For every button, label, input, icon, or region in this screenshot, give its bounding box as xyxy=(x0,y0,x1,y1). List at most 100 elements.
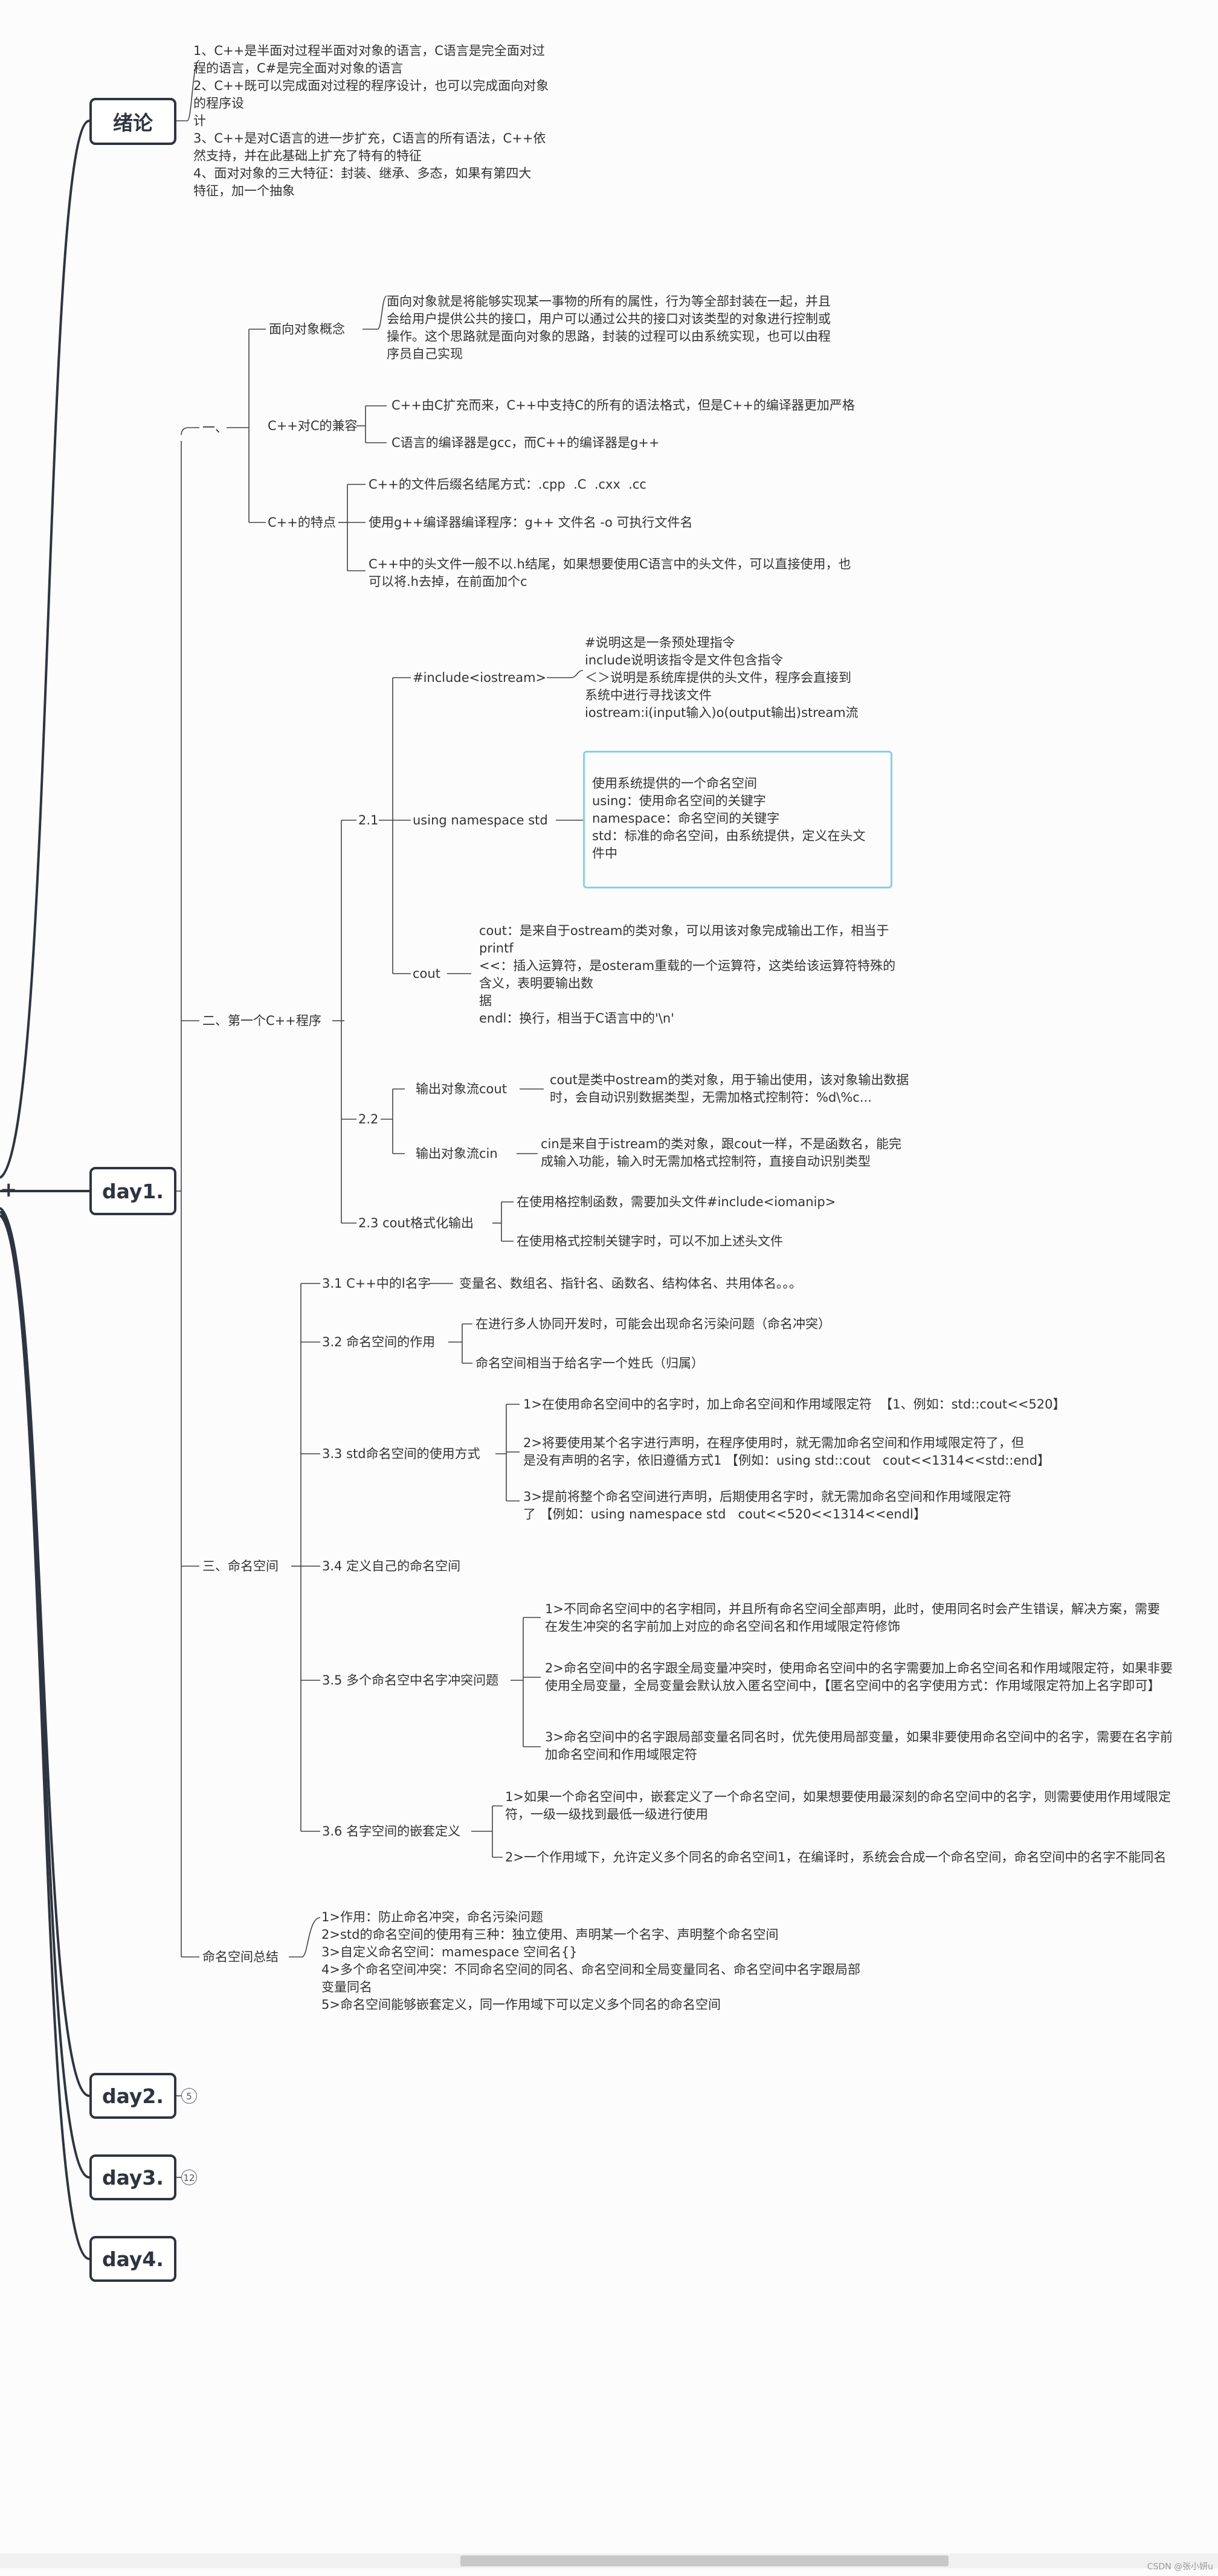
s31-text: 变量名、数组名、指针名、函数名、结构体名、共用体名。。。 xyxy=(459,1276,802,1291)
summary-line: 4>多个命名空间冲突：不同命名空间的同名、命名空间和全局变量同名、命名空间中名字… xyxy=(321,1962,860,1977)
features-item: C++的文件后缀名结尾方式：.cpp .C .cxx .cc xyxy=(369,477,646,492)
node-day3-label: day3. xyxy=(102,2165,164,2189)
cout-stream-line: 时，会自动识别数据类型，无需加格式控制符：%d\%c... xyxy=(550,1090,872,1105)
oop-line: 会给用户提供公共的接口，用户可以通过公共的接口对该类型的对象进行控制或 xyxy=(387,312,831,326)
s33-line: 了 【例如：using namespace std cout<<520<<131… xyxy=(523,1507,926,1521)
s33-line: 2>将要使用某个名字进行声明，在程序使用时，就无需加命名空间和作用域限定符了，但 xyxy=(523,1436,1024,1450)
cin-stream-line: 成输入功能，输入时无需加格式控制符，直接自动识别类型 xyxy=(541,1154,871,1169)
include-line: #说明这是一条预处理指令 xyxy=(585,635,735,650)
s36-label[interactable]: 3.6 名字空间的嵌套定义 xyxy=(322,1824,461,1839)
root-node[interactable]: + xyxy=(0,1178,18,1202)
oop-line: 序员自己实现 xyxy=(387,347,463,361)
node-day4[interactable]: day4. xyxy=(89,2236,176,2282)
using-line: namespace：命名空间的关键字 xyxy=(592,811,780,826)
oop-line: 操作。这个思路就是面向对象的思路，封装的过程可以由系统实现，也可以由程 xyxy=(387,329,831,344)
using-label[interactable]: using namespace std xyxy=(413,813,548,827)
s35-line: 在发生冲突的名字前加上对应的命名空间名和作用域限定符修饰 xyxy=(545,1619,900,1634)
include-line: ＜＞说明是系统库提供的头文件，程序会直接到 xyxy=(585,670,851,685)
node-day4-label: day4. xyxy=(102,2247,164,2271)
features-item-3: C++中的头文件一般不以.h结尾，如果想要使用C语言中的头文件，可以直接使用，也… xyxy=(369,556,851,591)
intro-line: 然支持，并在此基础上扩充了特有的特征 xyxy=(193,149,422,163)
features-label[interactable]: C++的特点 xyxy=(268,515,336,530)
s23-item: 在使用格控制函数，需要加头文件#include<iomanip> xyxy=(517,1195,836,1209)
node-day2[interactable]: day2. xyxy=(89,2073,176,2119)
oop-label[interactable]: 面向对象概念 xyxy=(269,322,345,336)
summary-line: 1>作用：防止命名冲突，命名污染问题 xyxy=(321,1910,543,1924)
cout-line: 据 xyxy=(479,994,492,1008)
s36-line: 符，一级一级找到最低一级进行使用 xyxy=(505,1807,708,1822)
intro-line: 2、C++既可以完成面对过程的程序设计，也可以完成面向对象 xyxy=(193,79,549,93)
intro-line: 4、面对对象的三大特征：封装、继承、多态，如果有第四大 xyxy=(193,166,532,181)
intro-line: 程的语言，C#是完全面对对象的语言 xyxy=(193,61,404,75)
summary-label[interactable]: 命名空间总结 xyxy=(202,1950,279,1964)
s23-label[interactable]: 2.3 cout格式化输出 xyxy=(358,1216,474,1230)
s32-item: 命名空间相当于给名字一个姓氏（归属） xyxy=(475,1356,704,1370)
s21-label[interactable]: 2.1 xyxy=(358,813,379,827)
s35-item-2: 2>命名空间中的名字跟全局变量冲突时，使用命名空间中的名字需要加上命名空间名和作… xyxy=(545,1660,1173,1695)
summary-line: 2>std的命名空间的使用有三种：独立使用、声明某一个名字、声明整个命名空间 xyxy=(321,1927,779,1942)
s34-label[interactable]: 3.4 定义自己的命名空间 xyxy=(322,1559,461,1573)
intro-line: 计 xyxy=(193,114,206,128)
summary-text: 1>作用：防止命名冲突，命名污染问题 2>std的命名空间的使用有三种：独立使用… xyxy=(321,1909,860,2014)
s22-label[interactable]: 2.2 xyxy=(358,1112,379,1126)
cout-stream-line: cout是类中ostream的类对象，用于输出使用，该对象输出数据 xyxy=(550,1073,909,1087)
s32-item: 在进行多人协同开发时，可能会出现命名污染问题（命名冲突） xyxy=(475,1317,831,1331)
s31-label[interactable]: 3.1 C++中的l名字 xyxy=(322,1276,431,1291)
include-label[interactable]: #include<iostream> xyxy=(413,670,547,685)
s33-label[interactable]: 3.3 std命名空间的使用方式 xyxy=(322,1447,480,1461)
features-item: 使用g++编译器编译程序：g++ 文件名 -o 可执行文件名 xyxy=(369,515,693,530)
oop-line: 面向对象就是将能够实现某一事物的所有的属性，行为等全部封装在一起，并且 xyxy=(387,294,831,309)
node-intro[interactable]: 绪论 xyxy=(89,98,176,145)
s35-line: 1>不同命名空间中的名字相同，并且所有命名空间全部声明，此时，使用同名时会产生错… xyxy=(545,1602,1160,1616)
s36-item-2: 2>一个作用域下，允许定义多个同名的命名空间1，在编译时，系统会合成一个命名空间… xyxy=(505,1850,1167,1865)
include-line: include说明该指令是文件包含指令 xyxy=(585,653,784,667)
compat-label[interactable]: C++对C的兼容 xyxy=(268,419,358,433)
intro-line: 3、C++是对C语言的进一步扩充，C语言的所有语法，C++依 xyxy=(193,131,546,146)
compat-item: C++由C扩充而来，C++中支持C的所有的语法格式，但是C++的编译器更加严格 xyxy=(392,398,855,413)
s33-line: 是没有声明的名字，依旧遵循方式1 【例如：using std::cout cou… xyxy=(523,1453,1051,1468)
cout-line: printf xyxy=(479,941,514,956)
using-text: 使用系统提供的一个命名空间 using：使用命名空间的关键字 namespace… xyxy=(592,775,866,862)
s35-label[interactable]: 3.5 多个命名空中名字冲突问题 xyxy=(322,1673,499,1688)
cout-stream-text: cout是类中ostream的类对象，用于输出使用，该对象输出数据 时，会自动识… xyxy=(550,1071,909,1107)
s33-item-3: 3>提前将整个命名空间进行声明，后期使用名字时，就无需加命名空间和作用域限定符 … xyxy=(523,1488,1011,1523)
s2-label[interactable]: 二、第一个C++程序 xyxy=(202,1013,321,1028)
cout-text: cout：是来自于ostream的类对象，可以用该对象完成输出工作，相当于 pr… xyxy=(479,922,895,1027)
using-line: 使用系统提供的一个命名空间 xyxy=(592,776,757,791)
s35-item-1: 1>不同命名空间中的名字相同，并且所有命名空间全部声明，此时，使用同名时会产生错… xyxy=(545,1601,1160,1636)
include-line: iostream:i(input输入)o(output输出)stream流 xyxy=(585,705,859,720)
using-line: 件中 xyxy=(592,846,617,861)
cout-line: endl：换行，相当于C语言中的'\n' xyxy=(479,1011,674,1026)
s3-label[interactable]: 三、命名空间 xyxy=(202,1559,279,1573)
s35-line: 加命名空间和作用域限定符 xyxy=(545,1747,697,1762)
include-text: #说明这是一条预处理指令 include说明该指令是文件包含指令 ＜＞说明是系统… xyxy=(585,634,859,722)
node-day1-label: day1. xyxy=(102,1179,164,1203)
cout-stream-label[interactable]: 输出对象流cout xyxy=(416,1082,507,1096)
node-day2-label: day2. xyxy=(102,2084,164,2108)
collapsed-count-badge[interactable]: 5 xyxy=(181,2088,197,2104)
watermark: CSDN @张小妍u xyxy=(1147,2562,1213,2572)
cin-stream-text: cin是来自于istream的类对象，跟cout一样，不是函数名，能完 成输入功… xyxy=(541,1135,901,1171)
intro-line: 1、C++是半面对过程半面对对象的语言，C语言是完全面对过 xyxy=(193,43,545,58)
s35-line: 3>命名空间中的名字跟局部变量名同名时，优先使用局部变量，如果非要使用命名空间中… xyxy=(545,1730,1173,1744)
node-day1[interactable]: day1. xyxy=(89,1167,176,1215)
scrollbar-thumb[interactable] xyxy=(460,2555,949,2566)
s33-line: 3>提前将整个命名空间进行声明，后期使用名字时，就无需加命名空间和作用域限定符 xyxy=(523,1489,1011,1504)
cin-stream-label[interactable]: 输出对象流cin xyxy=(416,1146,498,1161)
cout-label[interactable]: cout xyxy=(413,966,440,981)
include-line: 系统中进行寻找该文件 xyxy=(585,688,712,702)
s1-label[interactable]: 一、 xyxy=(202,420,228,435)
cin-stream-line: cin是来自于istream的类对象，跟cout一样，不是函数名，能完 xyxy=(541,1137,902,1151)
using-line: using：使用命名空间的关键字 xyxy=(592,794,766,808)
intro-line: 的程序设 xyxy=(193,96,244,111)
summary-line: 5>命名空间能够嵌套定义，同一作用域下可以定义多个同名的命名空间 xyxy=(321,1997,721,2012)
intro-text: 1、C++是半面对过程半面对对象的语言，C语言是完全面对过 程的语言，C#是完全… xyxy=(193,42,549,200)
s36-item-1: 1>如果一个命名空间中，嵌套定义了一个命名空间，如果想要使用最深刻的命名空间中的… xyxy=(505,1788,1171,1823)
using-line: std：标准的命名空间，由系统提供，定义在头文 xyxy=(592,829,866,843)
s35-item-3: 3>命名空间中的名字跟局部变量名同名时，优先使用局部变量，如果非要使用命名空间中… xyxy=(545,1729,1173,1764)
cout-line: cout：是来自于ostream的类对象，可以用该对象完成输出工作，相当于 xyxy=(479,923,889,938)
collapsed-count-badge[interactable]: 12 xyxy=(181,2170,197,2185)
s32-label[interactable]: 3.2 命名空间的作用 xyxy=(322,1335,436,1349)
node-day3[interactable]: day3. xyxy=(89,2154,176,2200)
features-line: 可以将.h去掉，在前面加个c xyxy=(369,574,527,589)
